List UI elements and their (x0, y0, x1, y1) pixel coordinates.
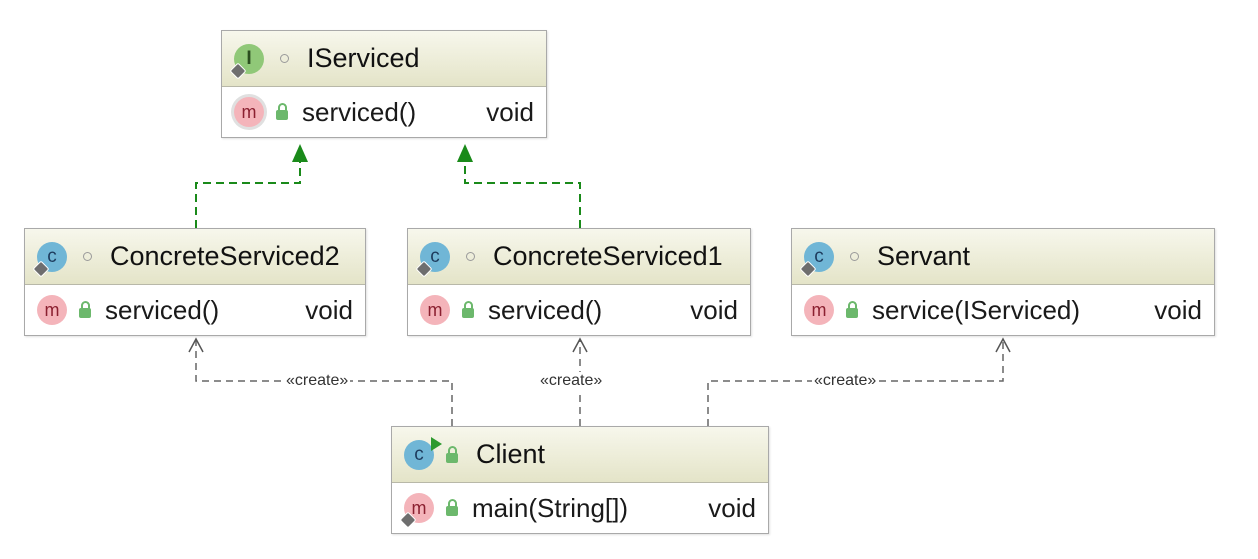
class-icon: c (799, 241, 834, 277)
method-name: service(IServiced) (872, 294, 1081, 325)
class-icon: c (415, 241, 450, 277)
class-header-concrete-serviced1: c ConcreteServiced1 (408, 229, 750, 285)
method-return-type: void (486, 96, 534, 127)
method-icon: m (234, 97, 264, 127)
method-return-type: void (708, 492, 756, 523)
runnable-class-icon: c (404, 436, 442, 470)
method-icon: m (37, 295, 67, 325)
create-arrowhead-concrete2 (188, 337, 204, 353)
method-return-type: void (1154, 294, 1202, 325)
method-return-type: void (690, 294, 738, 325)
public-visibility-icon (79, 301, 91, 318)
class-name-client: Client (476, 439, 546, 469)
realization-edge-concrete1 (464, 162, 581, 228)
method-icon: m (420, 295, 450, 325)
method-icon: m (804, 295, 834, 325)
method-name: main(String[]) (472, 492, 629, 523)
method-row-servant[interactable]: m service(IServiced) void (792, 285, 1214, 335)
method-row-concrete-serviced2[interactable]: m serviced() void (25, 285, 365, 335)
class-box-concrete-serviced1[interactable]: c ConcreteServiced1 m serviced() void (407, 228, 751, 336)
class-header-client: c Client (392, 427, 768, 483)
create-label-concrete2: «create» (284, 372, 351, 390)
class-name-concrete-serviced1: ConcreteServiced1 (493, 241, 723, 271)
public-visibility-icon (446, 499, 458, 516)
method-row-client[interactable]: m main(String[]) void (392, 483, 768, 533)
class-header-iserviced: I IServiced (222, 31, 546, 87)
method-name: serviced() (488, 294, 603, 325)
class-box-concrete-serviced2[interactable]: c ConcreteServiced2 m serviced() void (24, 228, 366, 336)
class-box-iserviced[interactable]: I IServiced m serviced() void (221, 30, 547, 138)
realization-arrowhead-concrete2 (292, 144, 308, 162)
package-visibility-icon (83, 252, 92, 261)
package-visibility-icon (280, 54, 289, 63)
class-box-client[interactable]: c Client m main(String[]) void (391, 426, 769, 534)
realization-edge-concrete2 (195, 162, 301, 228)
create-label-concrete1: «create» (538, 372, 605, 390)
public-visibility-icon (846, 301, 858, 318)
interface-icon: I (229, 43, 264, 79)
method-row-concrete-serviced1[interactable]: m serviced() void (408, 285, 750, 335)
class-header-concrete-serviced2: c ConcreteServiced2 (25, 229, 365, 285)
public-visibility-icon (276, 103, 288, 120)
class-name-concrete-serviced2: ConcreteServiced2 (110, 241, 340, 271)
public-visibility-icon (462, 301, 474, 318)
method-name: serviced() (302, 96, 417, 127)
class-box-servant[interactable]: c Servant m service(IServiced) void (791, 228, 1215, 336)
method-row-iserviced[interactable]: m serviced() void (222, 87, 546, 137)
static-method-icon: m (399, 493, 434, 529)
public-visibility-icon (446, 445, 458, 463)
create-label-servant: «create» (812, 372, 879, 390)
method-return-type: void (305, 294, 353, 325)
class-icon: c (32, 241, 67, 277)
class-header-servant: c Servant (792, 229, 1214, 285)
package-visibility-icon (850, 252, 859, 261)
create-arrowhead-concrete1 (572, 337, 588, 353)
realization-arrowhead-concrete1 (457, 144, 473, 162)
class-name-iserviced: IServiced (307, 43, 420, 73)
method-name: serviced() (105, 294, 220, 325)
class-name-servant: Servant (877, 241, 971, 271)
package-visibility-icon (466, 252, 475, 261)
create-arrowhead-servant (995, 337, 1011, 353)
